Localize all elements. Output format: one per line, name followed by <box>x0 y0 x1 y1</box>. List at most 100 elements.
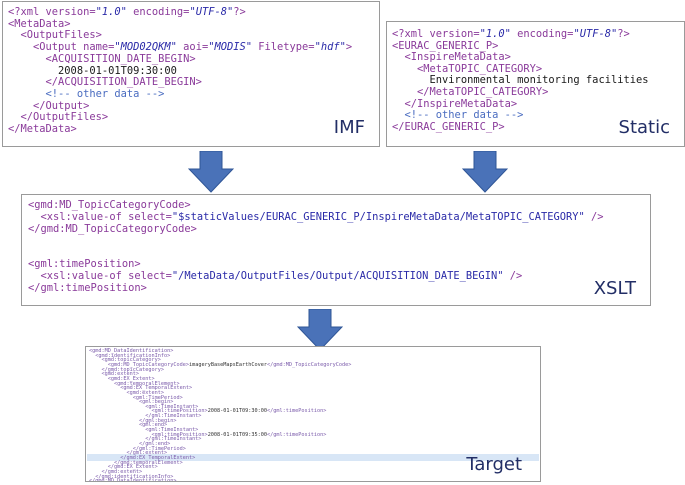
target-code-token: </gml:timePosition> <box>267 431 327 438</box>
imf-code-line: </MetaData> <box>8 123 77 135</box>
xslt-code-token: /> <box>584 210 604 223</box>
imf-label: IMF <box>333 117 365 138</box>
target-code-token: 2008-01-01T09:35:00 <box>207 431 268 438</box>
target-code-line: </gmd:identificationInfo> <box>89 474 173 480</box>
target-code-line: <gml:begin> <box>89 399 173 405</box>
target-code-token: <gmd:identificationInfo> <box>89 352 171 359</box>
static-code-line: <EURAC_GENERIC_P> <box>392 40 498 52</box>
static-code-line: Environmental monitoring facilities <box>392 74 649 86</box>
arrow-xslt-shape <box>297 309 343 351</box>
xslt-code-token: <xsl:value-of <box>40 210 129 223</box>
target-code-token: </gml:timePosition> <box>267 408 327 415</box>
static-code-token: <?xml <box>392 28 430 40</box>
imf-code-line: 2008-01-01T09:30:00 <box>8 65 177 77</box>
target-code-line: <gml:timePosition>2008-01-01T09:30:00</g… <box>89 408 326 414</box>
target-code-token: </gmd:MD_DataIdentification> <box>89 478 177 482</box>
static-code-line: </InspireMetaData> <box>392 97 518 110</box>
xslt-code-token: select= <box>128 269 172 282</box>
imf-code-token <box>8 29 21 41</box>
target-code-token: <gml:begin> <box>89 399 174 406</box>
target-code-line: <gml:TimeInstant> <box>89 404 198 410</box>
imf-code-token <box>8 100 33 112</box>
imf-code-line: <MetaData> <box>8 18 71 30</box>
static-code-token: <EURAC_GENERIC_P> <box>392 39 499 52</box>
xslt-code-token: /> <box>503 269 523 282</box>
target-code-token: <gmd:MD_DataIdentification> <box>89 348 174 354</box>
static-code-token: <InspireMetaData> <box>404 51 511 64</box>
static-code-token: </InspireMetaData> <box>404 97 518 110</box>
imf-code-line: <?xml version="1.0" encoding="UTF-8"?> <box>8 6 246 18</box>
imf-code-line: <!-- other data --> <box>8 88 165 100</box>
xslt-code-token <box>28 211 41 223</box>
xslt-code-token: <xsl:value-of <box>40 269 129 282</box>
imf-code-token: "hdf" <box>314 41 346 54</box>
static-code-token: ?> <box>617 28 630 40</box>
static-code-token: "1.0" <box>479 28 511 40</box>
target-code-line: </gmd:EX_Extent> <box>89 464 158 470</box>
target-code-token: imageryBaseMapsEarthCover <box>188 361 268 368</box>
target-code-line: <gmd:temporalElement> <box>89 381 180 387</box>
imf-code-token <box>8 76 46 88</box>
xslt-panel: <gmd:MD_TopicCategoryCode> <xsl:value-of… <box>21 194 651 306</box>
target-code-line: </gml:TimePeriod> <box>89 446 186 452</box>
target-code-line: <gmd:extent> <box>89 371 139 377</box>
imf-code-token: <?xml <box>8 6 46 18</box>
target-code-line: </gml:TimeInstant> <box>89 436 201 442</box>
target-code-line: <gmd:identificationInfo> <box>89 353 170 359</box>
target-code-token: </gml:TimeInstant> <box>89 436 202 443</box>
imf-code-token: <MetaData> <box>8 17 71 30</box>
target-code-token: </gml:TimePeriod> <box>89 445 186 452</box>
target-code-token: <gml:TimeInstant> <box>89 427 199 434</box>
xslt-code-token: "/MetaData/OutputFiles/Output/ACQUISITIO… <box>171 269 504 282</box>
static-code-line: <InspireMetaData> <box>392 51 511 63</box>
target-code-token: <gmd:EX_TemporalExtent> <box>89 385 193 392</box>
target-code-token: </gmd:extent> <box>89 468 143 475</box>
target-code-line: </gmd:temporalElement> <box>89 460 183 466</box>
target-code-line: <gml:timePosition>2008-01-01T09:35:00</g… <box>89 432 326 438</box>
target-code-token: </gmd:EX_Extent> <box>89 464 158 471</box>
target-code-token: </gmd:EX_TemporalExtent> <box>89 454 196 461</box>
target-code-token: <gmd:MD_TopicCategoryCode> <box>89 361 189 368</box>
static-code-line: </EURAC_GENERIC_P> <box>392 121 505 133</box>
xslt-code-token: "$staticValues/EURAC_GENERIC_P/InspireMe… <box>171 210 585 223</box>
target-code-line: <gmd:EX_Extent> <box>89 376 155 382</box>
arrow-down-icon <box>188 151 234 193</box>
target-code-line: <gml:TimeInstant> <box>89 427 198 433</box>
target-code-token: </gml:extent> <box>89 450 168 457</box>
target-code-line: </gmd:topicCategory> <box>89 366 164 373</box>
xslt-code-token <box>28 270 41 282</box>
static-code-line: <?xml version="1.0" encoding="UTF-8"?> <box>392 28 630 40</box>
xslt-label: XSLT <box>593 278 636 299</box>
xslt-code-token: </gml:timePosition> <box>28 281 147 294</box>
target-code-line: <gmd:topicCategory> <box>89 357 160 363</box>
xslt-code-token: <gml:timePosition> <box>28 258 141 270</box>
arrow-static-shape <box>462 151 508 193</box>
static-code-token: version= <box>429 28 480 40</box>
target-code-token: </gmd:topicCategory> <box>89 366 164 373</box>
static-code-line: <!-- other data --> <box>392 109 524 122</box>
target-highlight-row <box>87 454 539 461</box>
imf-code-token <box>8 88 46 100</box>
static-code-token: </EURAC_GENERIC_P> <box>392 120 505 133</box>
imf-panel: <?xml version="1.0" encoding="UTF-8"?><M… <box>2 1 380 147</box>
static-label: Static <box>618 117 670 138</box>
target-code-token: <gml:TimePeriod> <box>89 394 183 401</box>
target-code-token: </gmd:identificationInfo> <box>89 473 174 480</box>
target-code-line: </gmd:MD_DataIdentification> <box>89 478 177 482</box>
target-code-line: </gml:begin> <box>89 418 176 424</box>
target-code-line: </gml:extent> <box>89 450 167 456</box>
target-code-token: <gmd:temporalElement> <box>89 380 180 387</box>
imf-code-line: </OutputFiles> <box>8 111 109 123</box>
target-panel: <gmd:MD_DataIdentification> <gmd:identif… <box>85 346 541 482</box>
imf-code-token: </ACQUISITION_DATE_BEGIN> <box>45 76 202 89</box>
imf-code-token: 2008-01-01T09:30:00 <box>8 64 177 77</box>
imf-code-token: version= <box>45 6 96 18</box>
arrow-down-icon <box>462 151 508 193</box>
static-code-token <box>392 63 417 75</box>
target-code-line: </gml:end> <box>89 441 170 447</box>
arrow-imf-shape <box>188 151 234 193</box>
imf-code-token: Filetype= <box>252 41 315 54</box>
xslt-code-line: </gmd:MD_TopicCategoryCode> <box>28 223 197 235</box>
static-code-token: <!-- other data --> <box>404 109 524 122</box>
static-code-token: </MetaTOPIC_CATEGORY> <box>417 86 549 98</box>
